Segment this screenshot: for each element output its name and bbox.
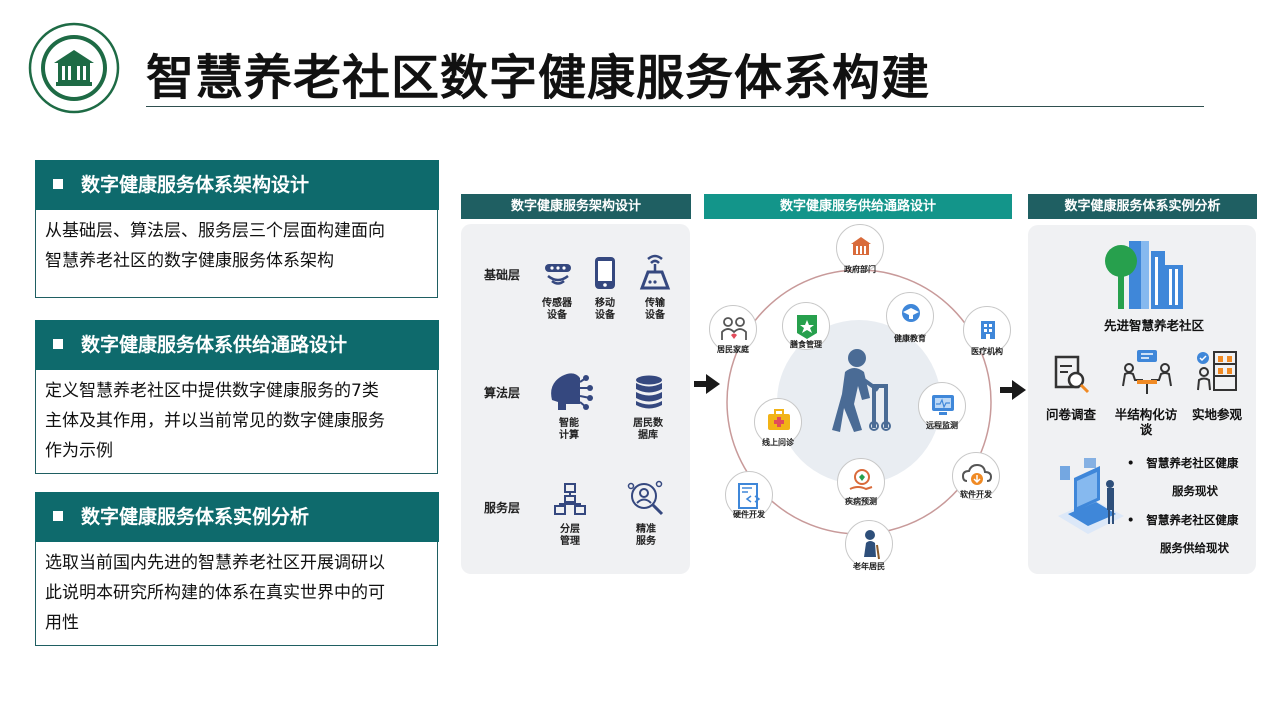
analysis-bullet: • 智慧养老社区健康 xyxy=(1127,513,1239,527)
node-label: 政府部门 xyxy=(844,265,876,274)
method-label: 半结构化访谈 xyxy=(1114,407,1178,437)
section-body-supply: 定义智慧养老社区中提供数字健康服务的7类 主体及其作用，并以当前常见的数字健康服… xyxy=(35,370,438,474)
mobile-device-icon xyxy=(595,257,615,289)
database-icon xyxy=(636,375,662,409)
square-bullet-icon xyxy=(53,179,63,189)
method-label: 实地参观 xyxy=(1191,407,1242,422)
body-line: 选取当前国内先进的智慧养老社区开展调研以 xyxy=(45,553,385,573)
icon-caption: 居民数据库 xyxy=(633,418,663,441)
city-building-icon xyxy=(1105,241,1183,309)
node-health-education xyxy=(886,292,934,340)
node-online-consult xyxy=(754,398,802,446)
supply-header: 数字健康服务供给通路设计 xyxy=(704,194,1012,219)
node-label: 居民家庭 xyxy=(717,345,749,354)
target-service-icon xyxy=(627,480,664,516)
inner-circle xyxy=(777,320,941,484)
analysis-header: 数字健康服务体系实例分析 xyxy=(1028,194,1257,219)
node-label: 硬件开发 xyxy=(733,510,765,519)
node-government xyxy=(836,224,884,272)
graduation-cap-icon xyxy=(902,304,920,322)
sensor-icon xyxy=(545,264,571,285)
node-label: 疾病预测 xyxy=(845,497,877,506)
section-body-architecture: 从基础层、算法层、服务层三个层面构建面向 智慧养老社区的数字健康服务体系架构 xyxy=(35,210,438,298)
section-header-analysis: 数字健康服务体系实例分析 xyxy=(35,492,439,542)
section-title: 数字健康服务体系架构设计 xyxy=(81,174,310,196)
square-bullet-icon xyxy=(53,511,63,521)
node-label: 远程监测 xyxy=(926,421,958,430)
node-software xyxy=(952,452,1000,500)
body-line: 智慧养老社区的数字健康服务体系架构 xyxy=(45,251,334,271)
node-label: 健康教育 xyxy=(894,334,926,343)
analysis-bullet-cont: 服务现状 xyxy=(1172,484,1218,498)
layer-label-algorithm: 算法层 xyxy=(484,386,521,400)
router-icon xyxy=(639,254,671,290)
site-visit-icon xyxy=(1197,351,1237,391)
icon-caption: 精准服务 xyxy=(636,524,656,547)
node-label: 线上问诊 xyxy=(762,438,794,447)
hospital-icon xyxy=(981,321,995,339)
square-bullet-icon xyxy=(53,339,63,349)
node-disease-prediction xyxy=(837,458,885,506)
node-label: 膳食管理 xyxy=(790,340,822,349)
node-diet xyxy=(782,302,830,350)
interview-icon xyxy=(1122,350,1172,394)
body-line: 用性 xyxy=(45,613,79,633)
laptop-analysis-illustration xyxy=(1058,458,1124,534)
analysis-bullet-cont: 服务供给现状 xyxy=(1160,541,1229,555)
monitor-icon xyxy=(932,395,954,415)
icon-caption: 分层管理 xyxy=(560,524,580,547)
section-header-architecture: 数字健康服务体系架构设计 xyxy=(35,160,439,210)
hand-care-icon xyxy=(849,469,873,491)
body-line: 此说明本研究所构建的体系在真实世界中的可 xyxy=(45,583,385,603)
node-label: 软件开发 xyxy=(960,490,992,499)
questionnaire-icon xyxy=(1054,355,1090,394)
architecture-header: 数字健康服务架构设计 xyxy=(461,194,691,219)
hardware-code-icon xyxy=(738,483,761,509)
body-line: 主体及其作用，并以当前常见的数字健康服务 xyxy=(45,411,385,431)
body-line: 从基础层、算法层、服务层三个层面构建面向 xyxy=(45,221,385,241)
section-body-analysis: 选取当前国内先进的智慧养老社区开展调研以 此说明本研究所构建的体系在真实世界中的… xyxy=(35,542,438,646)
section-title: 数字健康服务体系实例分析 xyxy=(81,506,310,528)
section-header-supply: 数字健康服务体系供给通路设计 xyxy=(35,320,439,370)
node-family xyxy=(709,305,757,353)
analysis-bullet: • 智慧养老社区健康 xyxy=(1127,456,1239,470)
layer-label-base: 基础层 xyxy=(484,268,521,282)
community-label: 先进智慧养老社区 xyxy=(1103,318,1204,333)
section-title: 数字健康服务体系供给通路设计 xyxy=(81,334,348,356)
node-label: 医疗机构 xyxy=(971,347,1003,356)
icon-caption: 智能计算 xyxy=(559,418,579,441)
node-elderly xyxy=(845,520,893,568)
institution-logo xyxy=(28,22,120,114)
arrow-right-icon xyxy=(694,374,720,394)
method-label: 问卷调查 xyxy=(1045,407,1096,422)
elderly-person-icon xyxy=(864,530,880,560)
node-remote-monitoring xyxy=(918,382,966,430)
node-hospital xyxy=(963,306,1011,354)
cloud-download-icon xyxy=(961,463,993,485)
icon-caption: 传输设备 xyxy=(645,298,665,321)
icon-caption: 传感器设备 xyxy=(542,298,572,321)
body-line: 定义智慧养老社区中提供数字健康服务的7类 xyxy=(45,381,379,401)
title-divider xyxy=(146,106,1204,107)
supply-diagram xyxy=(726,269,992,535)
body-line: 作为示例 xyxy=(45,441,113,461)
icon-caption: 移动设备 xyxy=(595,298,615,321)
layer-label-service: 服务层 xyxy=(484,501,521,515)
arrow-right-icon xyxy=(1000,380,1026,400)
family-icon xyxy=(721,317,747,340)
medical-kit-icon xyxy=(768,409,790,430)
node-label: 老年居民 xyxy=(853,562,885,571)
government-building-icon xyxy=(851,237,871,255)
node-hardware xyxy=(725,471,773,519)
page-title: 智慧养老社区数字健康服务体系构建 xyxy=(146,50,931,106)
ai-head-icon xyxy=(551,373,593,410)
elderly-walker-icon xyxy=(832,349,891,432)
diet-badge-icon xyxy=(797,315,817,339)
hierarchy-icon xyxy=(554,483,586,515)
